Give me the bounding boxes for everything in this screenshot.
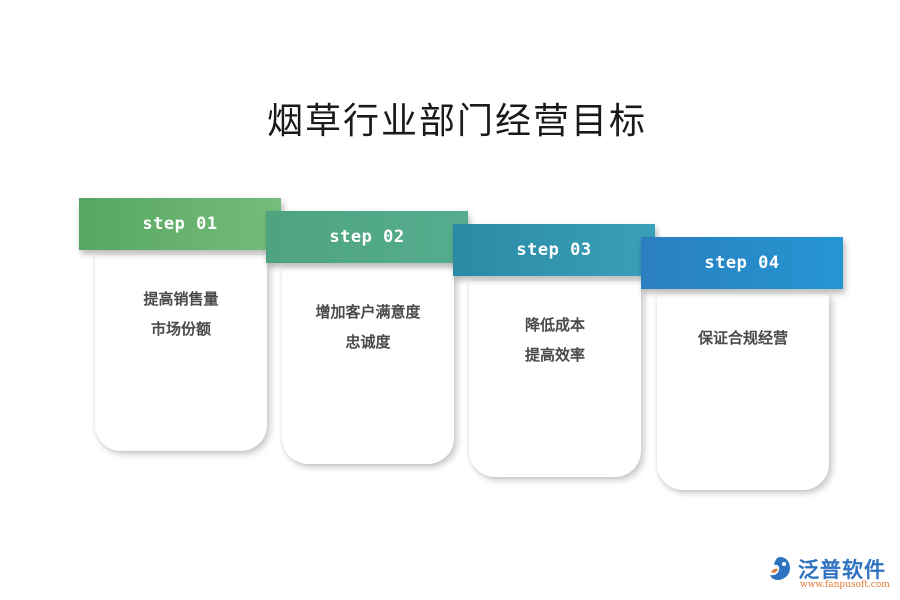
step-banner-4: step 04 [641, 237, 843, 289]
step-card-1: 提高销售量 市场份额 [95, 255, 267, 451]
page-title: 烟草行业部门经营目标 [266, 101, 647, 142]
step-2-line-2: 忠诚度 [345, 333, 391, 351]
step-banner-3: step 03 [453, 224, 655, 276]
step-banner-1: step 01 [79, 198, 281, 250]
step-label-2: step 02 [329, 227, 405, 247]
step-1-line-1: 提高销售量 [143, 290, 219, 308]
brand-url: www.fanpusoft.com [800, 580, 890, 590]
step-2-line-1: 增加客户满意度 [315, 303, 421, 321]
step-1-line-2: 市场份额 [150, 320, 211, 338]
step-label-3: step 03 [516, 240, 592, 260]
brand-name: 泛普软件 [798, 558, 886, 582]
step-card-4: 保证合规经营 [657, 294, 829, 490]
brand-logo: 泛普软件 www.fanpusoft.com [766, 554, 892, 594]
step-3-line-2: 提高效率 [524, 346, 585, 364]
step-4-line-1: 保证合规经营 [697, 329, 788, 347]
step-label-1: step 01 [142, 214, 218, 234]
step-card-2: 增加客户满意度 忠诚度 [282, 268, 454, 464]
fanpu-logo-icon [770, 557, 790, 580]
step-banner-2: step 02 [266, 211, 468, 263]
step-card-3: 降低成本 提高效率 [469, 281, 641, 477]
step-label-4: step 04 [704, 253, 780, 273]
step-3-line-1: 降低成本 [524, 316, 585, 334]
